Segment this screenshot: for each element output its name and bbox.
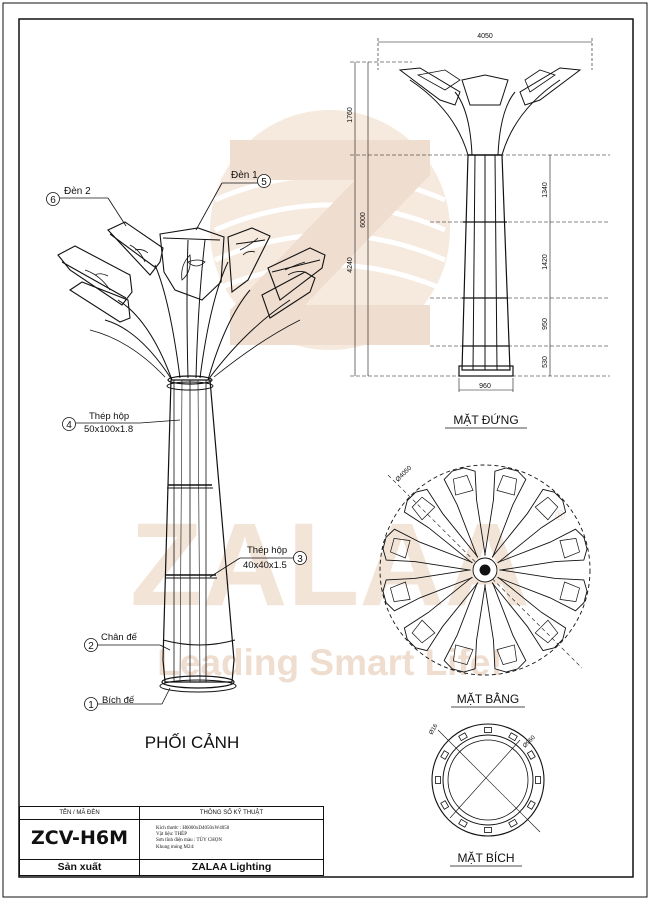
spec-lines: Kích thước : H6000xD4050xW4050 Vật liệu:… (140, 820, 323, 860)
flange-bolt-hole (458, 732, 468, 742)
dim-total-height: 6000 (360, 212, 367, 228)
product-code: ZCV-H6M (31, 827, 128, 849)
spec-line-size: Kích thước : H6000xD4050xW4050 (156, 826, 230, 831)
flange-bolt-hole (484, 727, 492, 733)
elevation-dimensions (350, 38, 610, 392)
plan-lamp-blade (403, 576, 479, 652)
flange-bolt-hole (508, 818, 518, 828)
flange-bolt-hole (435, 776, 441, 784)
plan-lamp-blade (491, 488, 567, 564)
callout-3-spec: 40x40x1.5 (243, 560, 287, 571)
callout-3-number: 3 (297, 554, 303, 565)
callout-4-number: 4 (66, 420, 72, 431)
plan-lamp-blade (484, 582, 527, 673)
dim-base-width: 960 (479, 383, 491, 390)
plan-lamp-blade (491, 576, 567, 652)
title-block-name-header: TÊN / MÃ ĐÈN (59, 810, 100, 816)
flange-bolt-hole (484, 827, 492, 833)
plan-lamp-blade (403, 488, 479, 564)
title-block-spec-header: THÔNG SỐ KỸ THUẬT (199, 810, 264, 816)
callout-6-label: Đèn 2 (64, 186, 91, 197)
callout-6-number: 6 (50, 195, 56, 206)
dim-width-top: 4050 (477, 33, 493, 40)
plan-lamp-blade (382, 569, 473, 612)
callout-2-label: Chân đế (101, 632, 138, 643)
flange-title: MẶT BÍCH (457, 850, 514, 865)
dim-seg4: 530 (542, 356, 549, 368)
spec-line-paint: Sơn tĩnh điện màu : TÙY CHỌN (156, 838, 222, 844)
perspective-view (57, 221, 326, 693)
elevation-title: MẶT ĐỨNG (453, 412, 518, 427)
perspective-title: PHỐI CẢNH (145, 732, 239, 752)
flange-bolt-hole (535, 776, 541, 784)
elevation-dimension-text: 4050 1760 4240 6000 1340 1420 950 530 96… (347, 33, 549, 390)
plan-lamp-blade (443, 582, 486, 673)
callout-4-label: Thép hộp (89, 411, 129, 422)
plan-lamp-blade (497, 528, 588, 571)
dim-head-height: 1760 (347, 107, 354, 123)
dim-shaft-height: 4240 (347, 257, 354, 273)
spec-line-material: Vật liệu: THÉP (156, 832, 188, 838)
callout-4-spec: 50x100x1.8 (84, 424, 133, 435)
flange-dim-1: Ø16 (429, 723, 440, 736)
flange-bolt-hole (440, 800, 450, 810)
callout-1-number: 1 (88, 700, 94, 711)
plan-lamp-blade (497, 569, 588, 612)
plan-lamp-blade (443, 467, 486, 558)
flange-bolt-hole (508, 732, 518, 742)
dim-seg1: 1340 (542, 182, 549, 198)
plan-view (379, 464, 591, 676)
dim-seg3: 950 (542, 318, 549, 330)
callout-5-number: 5 (261, 177, 267, 188)
flange-bolt-hole (526, 800, 536, 810)
made-by-label: Sản xuất (57, 861, 102, 873)
plan-diameter-label: Ø4050 (394, 464, 413, 483)
perspective-callouts (46, 174, 307, 711)
flange-dim-2: Ø960 (522, 734, 537, 749)
inner-frame (18, 18, 634, 878)
flange-bolt-hole (526, 750, 536, 760)
callout-1-label: Bích đế (102, 695, 135, 706)
manufacturer-name: ZALAA Lighting (191, 861, 272, 873)
flange-bolt-hole (458, 818, 468, 828)
plan-lamp-blade (382, 528, 473, 571)
plan-lamp-blade (484, 467, 527, 558)
callout-2-number: 2 (88, 641, 94, 652)
perspective-callout-text: 5 Đèn 1 6 Đèn 2 4 Thép hộp 50x100x1.8 3 … (50, 170, 303, 711)
flange-bolt-hole (440, 750, 450, 760)
plan-title: MẶT BẰNG (457, 691, 519, 706)
callout-3-label: Thép hộp (247, 545, 287, 556)
title-block: TÊN / MÃ ĐÈN THÔNG SỐ KỸ THUẬT ZCV-H6M K… (19, 806, 324, 876)
flange-view (431, 723, 545, 837)
watermark: ZALAA ® Leading Smart Life! (130, 110, 566, 683)
callout-5-label: Đèn 1 (231, 170, 258, 181)
dim-seg2: 1420 (542, 254, 549, 270)
spec-line-foundation: Khung móng M24: (156, 844, 195, 850)
